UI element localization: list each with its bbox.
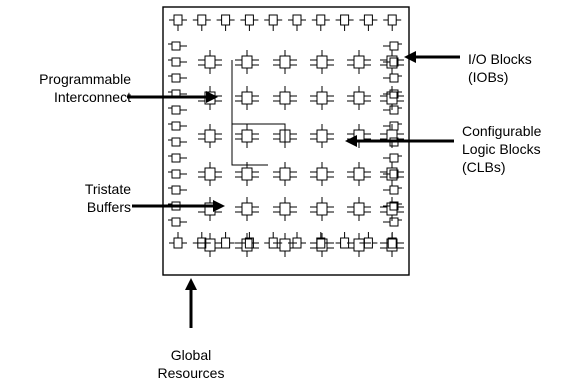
clb-block	[347, 197, 371, 221]
label-programmable-interconnect: Programmable Interconnect	[39, 71, 131, 105]
io-block	[168, 57, 187, 67]
clb-block	[273, 86, 297, 110]
clb-block	[273, 162, 297, 186]
clb-block	[380, 50, 404, 74]
io-block	[383, 73, 402, 83]
clb-block	[310, 124, 334, 148]
clb-block	[198, 162, 222, 186]
io-block	[168, 153, 187, 163]
clb-block	[273, 197, 297, 221]
io-block	[359, 232, 378, 249]
clb-grid	[198, 50, 404, 257]
clb-block	[380, 197, 404, 221]
programmable-interconnect-path	[231, 60, 286, 166]
callout-arrows	[127, 51, 460, 328]
io-block	[168, 217, 187, 227]
clb-block	[235, 162, 259, 186]
clb-block	[347, 86, 371, 110]
clb-block	[380, 162, 404, 186]
arrow-io-blocks	[404, 51, 460, 63]
clb-block	[310, 162, 334, 186]
clb-block	[235, 197, 259, 221]
io-block	[168, 105, 187, 115]
io-block	[168, 169, 187, 179]
io-block	[383, 185, 402, 195]
io-block	[359, 14, 378, 31]
io-block	[216, 232, 235, 249]
io-block	[216, 14, 235, 31]
arrow-tristate-buffers	[132, 200, 225, 212]
io-block	[240, 232, 259, 249]
clb-block	[310, 86, 334, 110]
clb-block	[380, 233, 404, 257]
io-block	[240, 14, 259, 31]
label-tristate-buffers: Tristate Buffers	[84, 181, 131, 215]
io-block	[311, 14, 330, 31]
io-block	[383, 41, 402, 51]
io-block	[288, 14, 306, 31]
io-block	[383, 217, 402, 227]
clb-block	[235, 50, 259, 74]
io-block	[168, 137, 187, 147]
arrow-global-resources	[185, 278, 197, 328]
label-io-blocks: I/O Blocks (IOBs)	[468, 51, 532, 85]
io-block	[192, 14, 211, 31]
clb-block	[347, 162, 371, 186]
io-block	[264, 14, 283, 31]
top-io-blocks	[169, 14, 402, 31]
io-block	[168, 41, 187, 51]
io-block	[288, 232, 306, 249]
io-block	[168, 73, 187, 83]
clb-block	[347, 50, 371, 74]
io-block	[335, 232, 354, 249]
arrow-configurable-logic-blocks	[345, 135, 454, 147]
clb-block	[198, 50, 222, 74]
clb-block	[198, 233, 222, 257]
label-configurable-logic-blocks: Configurable Logic Blocks (CLBs)	[462, 123, 542, 175]
clb-block	[380, 86, 404, 110]
clb-block	[347, 233, 371, 257]
clb-block	[273, 50, 297, 74]
label-global-resources: Global Resources	[157, 347, 225, 381]
io-block	[168, 185, 187, 195]
clb-block	[380, 124, 404, 148]
clb-block	[235, 233, 259, 257]
clb-block	[273, 233, 297, 257]
io-block	[383, 153, 402, 163]
arrow-programmable-interconnect	[127, 91, 218, 103]
clb-block	[235, 124, 259, 148]
io-block	[383, 14, 402, 31]
io-block	[383, 105, 402, 115]
left-io-blocks	[168, 41, 187, 227]
clb-block	[310, 233, 334, 257]
clb-block	[347, 124, 371, 148]
clb-block	[235, 86, 259, 110]
clb-block	[198, 124, 222, 148]
io-block	[169, 232, 187, 249]
io-block	[169, 14, 187, 31]
io-block	[335, 14, 354, 31]
clb-block	[310, 197, 334, 221]
clb-block	[310, 50, 334, 74]
io-block	[168, 121, 187, 131]
io-block	[192, 232, 211, 249]
